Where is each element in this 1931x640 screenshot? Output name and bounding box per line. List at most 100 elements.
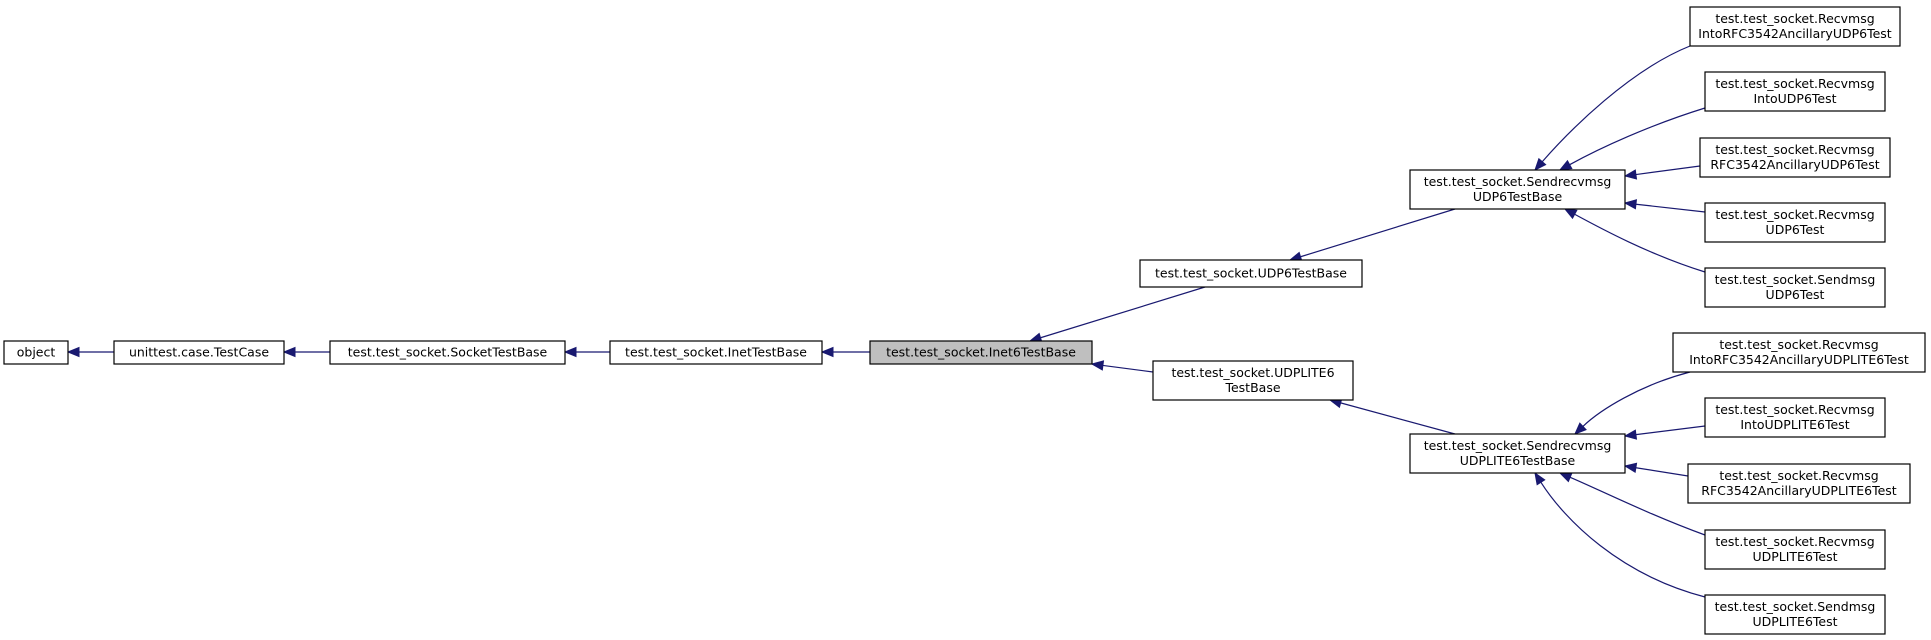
class-node-inet6testbase[interactable]: test.test_socket.Inet6TestBase: [869, 340, 1093, 365]
arrowhead-udplite6testbase-to-inet6testbase: [1090, 360, 1105, 371]
class-node-r_into_rfc_udplite6[interactable]: test.test_socket.RecvmsgIntoRFC3542Ancil…: [1672, 332, 1926, 373]
class-node-box-r_udp6[interactable]: [1704, 202, 1886, 243]
inheritance-edge-r_rfc_udplite6-to-sendrecvmsgudplite6: [1635, 467, 1689, 477]
class-node-box-s_udp6[interactable]: [1704, 267, 1886, 308]
arrowhead-r_udp6-to-sendrecvmsgudp6: [1623, 199, 1638, 210]
inheritance-edge-r_into_rfc_udplite6-to-sendrecvmsgudplite6: [1582, 371, 1691, 427]
class-node-box-inet6testbase[interactable]: [869, 340, 1093, 365]
class-node-r_into_rfc_udp6[interactable]: test.test_socket.RecvmsgIntoRFC3542Ancil…: [1689, 6, 1901, 47]
class-node-box-sendrecvmsgudplite6[interactable]: [1409, 433, 1626, 474]
class-node-sendrecvmsgudplite6[interactable]: test.test_socket.SendrecvmsgUDPLITE6Test…: [1409, 433, 1626, 474]
class-node-box-r_rfc_udplite6[interactable]: [1687, 463, 1911, 504]
class-node-box-testcase[interactable]: [113, 340, 285, 365]
inheritance-edge-r_into_udp6-to-sendrecvmsgudp6: [1569, 107, 1706, 166]
class-node-label-r_into_rfc_udplite6-line-1: IntoRFC3542AncillaryUDPLITE6Test: [1689, 352, 1909, 367]
class-node-r_rfc_udplite6[interactable]: test.test_socket.RecvmsgRFC3542Ancillary…: [1687, 463, 1911, 504]
class-node-label-inet6testbase-line-0: test.test_socket.Inet6TestBase: [886, 345, 1076, 360]
class-node-box-r_rfc_udp6[interactable]: [1699, 137, 1891, 178]
class-node-label-r_udp6-line-1: UDP6Test: [1766, 222, 1825, 237]
inheritance-edge-r_into_rfc_udp6-to-sendrecvmsgudp6: [1541, 45, 1691, 163]
class-node-label-r_into_udp6-line-0: test.test_socket.Recvmsg: [1715, 76, 1874, 91]
class-node-box-sockettestbase[interactable]: [329, 340, 566, 365]
class-node-label-sendrecvmsgudplite6-line-0: test.test_socket.Sendrecvmsg: [1424, 438, 1612, 453]
arrowhead-s_udp6-to-sendrecvmsgudp6: [1563, 208, 1578, 220]
arrowhead-inettestbase-to-sockettestbase: [563, 346, 577, 358]
arrowhead-r_into_udplite6-to-sendrecvmsgudplite6: [1623, 429, 1638, 440]
class-node-label-testcase-line-0: unittest.case.TestCase: [129, 345, 269, 360]
class-node-label-inettestbase-line-0: test.test_socket.InetTestBase: [625, 345, 807, 360]
class-node-box-object[interactable]: [3, 340, 69, 365]
class-node-label-r_into_udplite6-line-0: test.test_socket.Recvmsg: [1715, 402, 1874, 417]
class-node-label-udplite6testbase-line-1: TestBase: [1224, 380, 1280, 395]
class-node-label-udplite6testbase-line-0: test.test_socket.UDPLITE6: [1171, 365, 1334, 380]
class-node-testcase[interactable]: unittest.case.TestCase: [113, 340, 285, 365]
class-node-label-r_udplite6-line-1: UDPLITE6Test: [1752, 549, 1837, 564]
edges-layer: [66, 45, 1706, 598]
arrowhead-r_rfc_udp6-to-sendrecvmsgudp6: [1623, 169, 1638, 180]
arrowhead-r_rfc_udplite6-to-sendrecvmsgudplite6: [1623, 462, 1638, 473]
class-node-label-r_into_rfc_udp6-line-1: IntoRFC3542AncillaryUDP6Test: [1698, 26, 1892, 41]
inheritance-edge-r_into_udplite6-to-sendrecvmsgudplite6: [1635, 425, 1706, 436]
inheritance-edge-r_udp6-to-sendrecvmsgudp6: [1635, 203, 1706, 213]
class-node-label-s_udp6-line-1: UDP6Test: [1766, 287, 1825, 302]
class-node-sockettestbase[interactable]: test.test_socket.SocketTestBase: [329, 340, 566, 365]
class-node-label-udp6testbase-line-0: test.test_socket.UDP6TestBase: [1155, 266, 1347, 281]
inheritance-edge-udplite6testbase-to-inet6testbase: [1102, 364, 1154, 373]
inheritance-edge-sendrecvmsgudplite6-to-udplite6testbase: [1340, 402, 1456, 435]
class-node-box-s_udplite6[interactable]: [1704, 594, 1886, 635]
class-node-box-udplite6testbase[interactable]: [1152, 360, 1354, 401]
class-node-box-r_into_rfc_udplite6[interactable]: [1672, 332, 1926, 373]
class-node-box-r_into_udplite6[interactable]: [1704, 397, 1886, 438]
nodes-layer: object unittest.case.TestCase test.test_so…: [3, 6, 1926, 635]
class-node-label-r_into_rfc_udplite6-line-0: test.test_socket.Recvmsg: [1719, 337, 1878, 352]
arrowhead-testcase-to-object: [66, 346, 80, 358]
arrowhead-r_udplite6-to-sendrecvmsgudplite6: [1558, 472, 1573, 483]
class-node-box-r_into_rfc_udp6[interactable]: [1689, 6, 1901, 47]
class-node-label-sendrecvmsgudp6-line-0: test.test_socket.Sendrecvmsg: [1424, 174, 1612, 189]
class-node-label-r_rfc_udp6-line-0: test.test_socket.Recvmsg: [1715, 142, 1874, 157]
class-node-label-s_udp6-line-0: test.test_socket.Sendmsg: [1715, 272, 1876, 287]
class-node-object[interactable]: object: [3, 340, 69, 365]
arrowhead-r_into_rfc_udp6-to-sendrecvmsgudp6: [1534, 157, 1547, 171]
class-node-box-udp6testbase[interactable]: [1139, 259, 1363, 288]
inheritance-edge-s_udplite6-to-sendrecvmsgudplite6: [1540, 481, 1706, 598]
class-node-box-sendrecvmsgudp6[interactable]: [1409, 169, 1626, 210]
class-node-label-r_udp6-line-0: test.test_socket.Recvmsg: [1715, 207, 1874, 222]
inheritance-edge-sendrecvmsgudp6-to-udp6testbase: [1300, 208, 1456, 258]
arrowhead-sockettestbase-to-testcase: [282, 346, 296, 358]
class-node-r_rfc_udp6[interactable]: test.test_socket.RecvmsgRFC3542Ancillary…: [1699, 137, 1891, 178]
inheritance-edge-s_udp6-to-sendrecvmsgudp6: [1574, 213, 1706, 273]
inheritance-edge-udp6testbase-to-inet6testbase: [1040, 286, 1206, 339]
inheritance-edge-r_rfc_udp6-to-sendrecvmsgudp6: [1635, 165, 1701, 176]
class-node-box-r_udplite6[interactable]: [1704, 529, 1886, 570]
class-node-label-s_udplite6-line-1: UDPLITE6Test: [1752, 614, 1837, 629]
arrowhead-r_into_rfc_udplite6-to-sendrecvmsgudplite6: [1574, 422, 1587, 435]
arrowhead-inet6testbase-to-inettestbase: [820, 346, 834, 358]
class-node-label-object-line-0: object: [17, 345, 56, 360]
class-node-inettestbase[interactable]: test.test_socket.InetTestBase: [609, 340, 823, 365]
class-node-label-sockettestbase-line-0: test.test_socket.SocketTestBase: [348, 345, 548, 360]
class-node-label-r_rfc_udplite6-line-0: test.test_socket.Recvmsg: [1719, 468, 1878, 483]
class-node-udplite6testbase[interactable]: test.test_socket.UDPLITE6TestBase: [1152, 360, 1354, 401]
class-node-label-r_into_rfc_udp6-line-0: test.test_socket.Recvmsg: [1715, 11, 1874, 26]
class-node-label-r_udplite6-line-0: test.test_socket.Recvmsg: [1715, 534, 1874, 549]
class-node-label-r_into_udp6-line-1: IntoUDP6Test: [1753, 91, 1836, 106]
class-node-label-sendrecvmsgudplite6-line-1: UDPLITE6TestBase: [1460, 453, 1576, 468]
inheritance-edge-r_udplite6-to-sendrecvmsgudplite6: [1569, 476, 1706, 536]
class-node-label-s_udplite6-line-0: test.test_socket.Sendmsg: [1715, 599, 1876, 614]
arrowhead-r_into_udp6-to-sendrecvmsgudp6: [1558, 159, 1573, 171]
class-node-label-r_into_udplite6-line-1: IntoUDPLITE6Test: [1740, 417, 1849, 432]
class-node-box-r_into_udp6[interactable]: [1704, 71, 1886, 112]
class-node-label-r_rfc_udplite6-line-1: RFC3542AncillaryUDPLITE6Test: [1701, 483, 1897, 498]
class-node-udp6testbase[interactable]: test.test_socket.UDP6TestBase: [1139, 259, 1363, 288]
class-node-label-sendrecvmsgudp6-line-1: UDP6TestBase: [1473, 189, 1563, 204]
class-node-label-r_rfc_udp6-line-1: RFC3542AncillaryUDP6Test: [1710, 157, 1879, 172]
class-node-box-inettestbase[interactable]: [609, 340, 823, 365]
